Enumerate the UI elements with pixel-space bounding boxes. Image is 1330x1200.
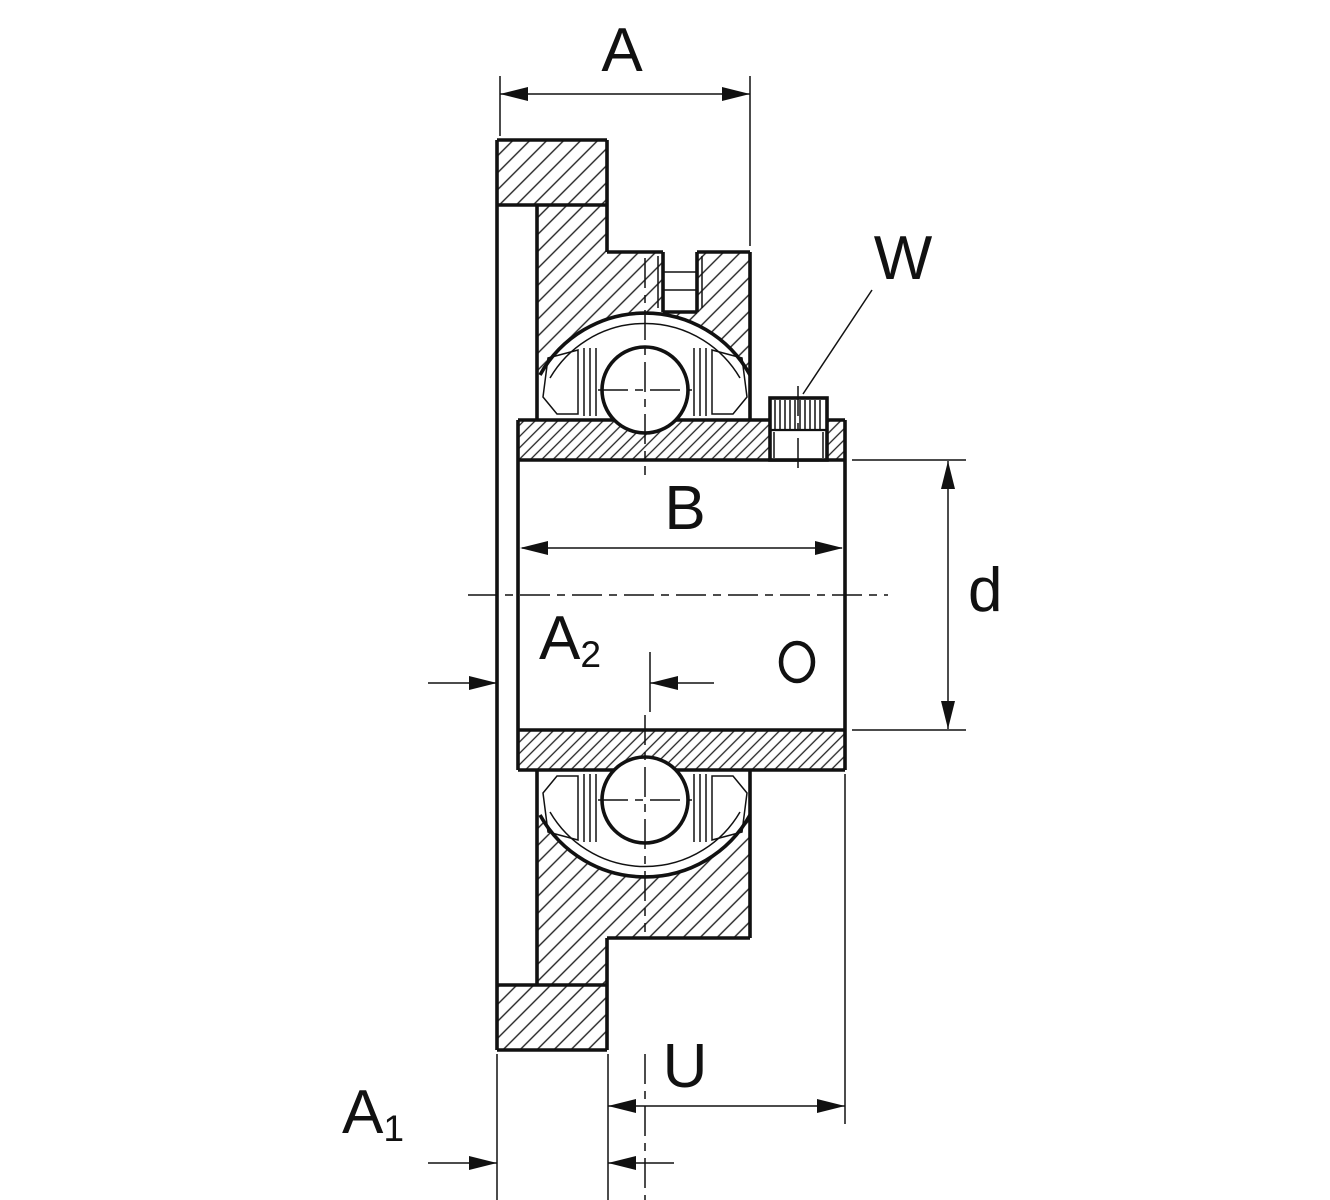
dim-d bbox=[852, 459, 966, 731]
dim-label-d: d bbox=[968, 556, 1003, 625]
dim-b bbox=[520, 541, 843, 555]
set-screw-knurl bbox=[774, 400, 821, 429]
dim-label-a1: A1 bbox=[341, 1078, 405, 1150]
outer-ring-section-right bbox=[711, 349, 748, 415]
dim-u bbox=[607, 774, 846, 1200]
dim-label-w: W bbox=[873, 224, 933, 293]
flange-top-rim bbox=[497, 140, 607, 205]
housing-top-section bbox=[537, 205, 750, 375]
flange-housing-section bbox=[495, 138, 752, 1052]
dim-a bbox=[499, 76, 751, 246]
dim-a2 bbox=[428, 652, 714, 712]
dim-label-b: B bbox=[664, 474, 706, 543]
center-lines bbox=[468, 258, 888, 1200]
sleeve-bottom-band bbox=[518, 730, 845, 770]
dim-label-a2: A2 bbox=[538, 604, 602, 676]
seal-lines bbox=[583, 348, 707, 416]
housing-bottom-section bbox=[537, 815, 750, 985]
leader-w bbox=[802, 289, 873, 395]
set-screw bbox=[768, 386, 829, 684]
dim-a1 bbox=[428, 1054, 674, 1200]
outer-ring-section-left bbox=[542, 349, 579, 415]
dim-label-a: A bbox=[601, 16, 643, 85]
seal-lines-bottom bbox=[583, 774, 707, 842]
outer-ring-section-right-bottom bbox=[711, 775, 748, 841]
dim-label-u: U bbox=[662, 1032, 708, 1101]
grease-hole bbox=[657, 252, 703, 314]
flange-bottom-rim bbox=[497, 985, 607, 1050]
outer-ring-section-left-bottom bbox=[542, 775, 579, 841]
set-screw-hole bbox=[778, 640, 816, 684]
